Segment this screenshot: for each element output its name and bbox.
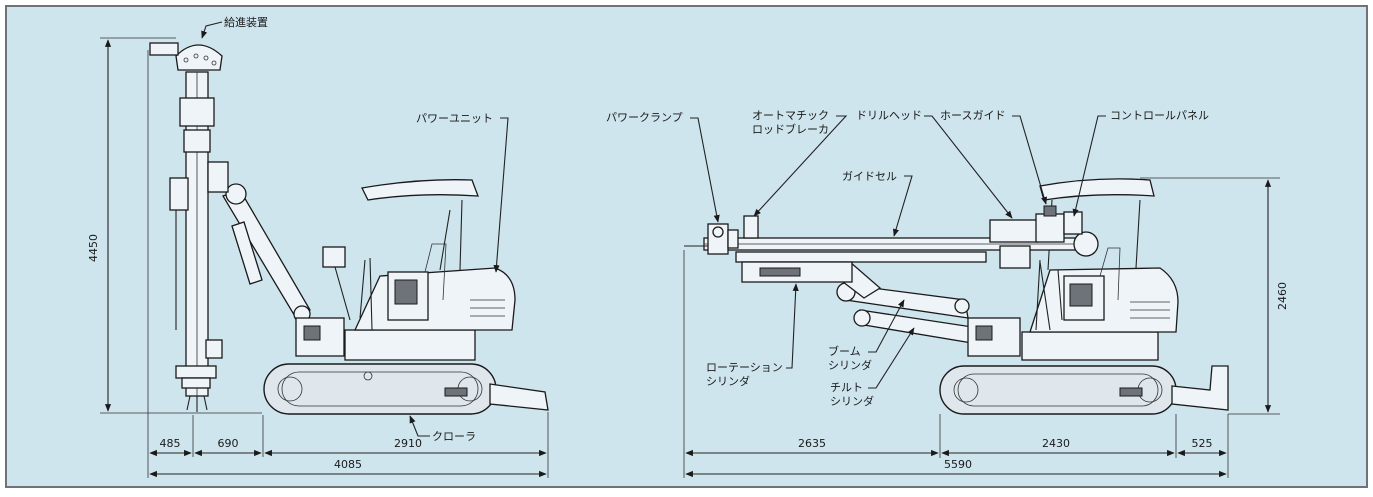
left-view: 給進装置 パワーユニット クローラ 4450 485 690 2910 4085: [87, 15, 549, 478]
label-crawler: クローラ: [432, 430, 476, 443]
label-hose-guide: ホースガイド: [940, 109, 1005, 122]
right-crawler: [939, 365, 1229, 415]
left-width-dimensions: 485 690 2910 4085: [149, 412, 549, 478]
dim-485: 485: [160, 437, 181, 450]
dim-2635: 2635: [798, 437, 826, 450]
label-power-unit: パワーユニット: [416, 112, 493, 125]
label-boom-cylinder-1: ブーム: [828, 344, 861, 358]
label-guide-cell: ガイドセル: [842, 170, 897, 183]
right-height-dimension: 2460: [1140, 177, 1289, 415]
left-crawler: [263, 363, 549, 415]
dim-2910: 2910: [394, 437, 422, 450]
label-drill-head: ドリルヘッド: [856, 109, 922, 122]
label-feed-device: 給進装置: [224, 15, 268, 29]
dim-height-2460: 2460: [1276, 282, 1289, 310]
dim-5590: 5590: [944, 458, 972, 471]
left-upper-body: [322, 179, 516, 361]
dim-2430: 2430: [1042, 437, 1070, 450]
dim-690: 690: [218, 437, 239, 450]
left-height-dimension: 4450: [87, 37, 262, 478]
dim-525: 525: [1192, 437, 1213, 450]
label-boom-cylinder-2: シリンダ: [828, 358, 872, 372]
label-rotation-cylinder-2: シリンダ: [706, 374, 750, 388]
label-power-clamp: パワークランプ: [606, 111, 683, 124]
label-tilt-cylinder-2: シリンダ: [830, 394, 874, 408]
right-guide-cell: [684, 205, 1099, 283]
left-mast: [149, 42, 229, 412]
label-auto-rod-breaker-1: オートマチック: [752, 109, 829, 122]
label-tilt-cylinder-1: チルト: [830, 381, 863, 394]
right-upper-body: [1021, 178, 1179, 361]
label-control-panel: コントロールパネル: [1110, 109, 1209, 122]
left-boom: [222, 183, 345, 357]
label-rotation-cylinder-1: ローテーション: [706, 361, 783, 374]
dim-height-4450: 4450: [87, 234, 100, 262]
label-auto-rod-breaker-2: ロッドブレーカ: [752, 122, 829, 136]
right-width-dimensions: 2635 2430 525 5590: [683, 250, 1229, 478]
dim-4085: 4085: [334, 458, 362, 471]
right-view: パワークランプ オートマチック ロッドブレーカ ドリルヘッド ホースガイド コン…: [606, 109, 1289, 478]
